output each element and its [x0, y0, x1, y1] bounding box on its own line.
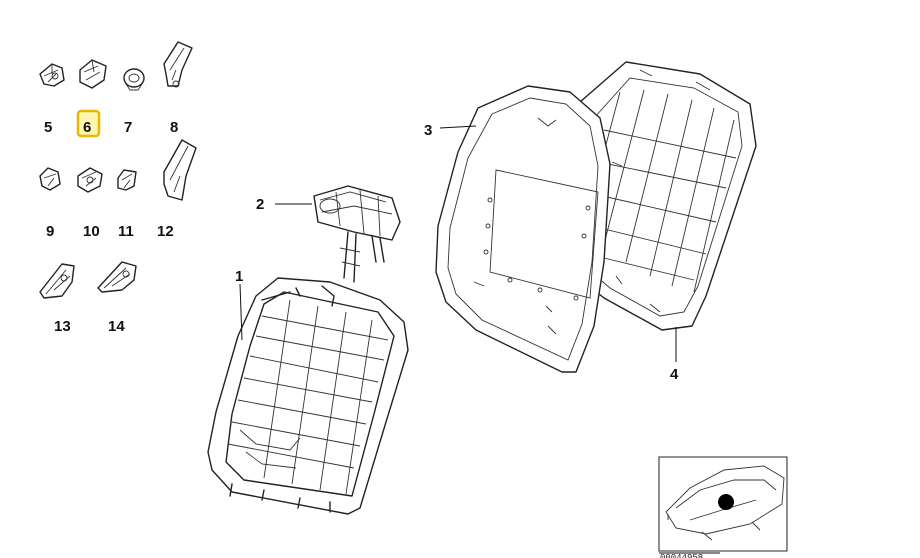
part-8-bracket[interactable] — [163, 41, 193, 88]
label-4[interactable]: 4 — [670, 366, 679, 383]
part-12-bracket[interactable] — [163, 139, 197, 201]
leader-1 — [239, 283, 243, 341]
leader-3 — [439, 125, 477, 129]
label-7[interactable]: 7 — [124, 119, 132, 136]
part-3-backrest-panel[interactable] — [435, 85, 623, 373]
label-6[interactable]: 6 — [83, 119, 91, 136]
location-marker-dot — [718, 494, 734, 510]
label-10[interactable]: 10 — [83, 223, 100, 240]
label-12[interactable]: 12 — [157, 223, 174, 240]
part-10-clip[interactable] — [77, 167, 103, 193]
label-5[interactable]: 5 — [44, 119, 52, 136]
car-thumbnail[interactable]: 00044958 — [658, 456, 788, 558]
part-5-clip[interactable] — [39, 63, 65, 87]
label-8[interactable]: 8 — [170, 119, 178, 136]
label-2[interactable]: 2 — [256, 196, 264, 213]
part-6-clip[interactable] — [79, 59, 107, 89]
label-1[interactable]: 1 — [235, 268, 243, 285]
part-1-seat-back-frame[interactable] — [207, 277, 409, 515]
part-2-headrest-guide[interactable] — [313, 185, 401, 283]
part-14-bracket[interactable] — [97, 261, 137, 293]
label-14[interactable]: 14 — [108, 318, 125, 335]
part-9-clip[interactable] — [39, 167, 61, 191]
part-11-clip[interactable] — [117, 169, 137, 191]
part-13-bracket[interactable] — [39, 263, 75, 299]
part-4-backrest-grid[interactable] — [571, 61, 757, 331]
label-13[interactable]: 13 — [54, 318, 71, 335]
label-11[interactable]: 11 — [118, 223, 134, 240]
highlight-box-6 — [76, 109, 101, 138]
part-7-grommet[interactable] — [123, 68, 145, 91]
label-9[interactable]: 9 — [46, 223, 54, 240]
label-3[interactable]: 3 — [424, 122, 432, 139]
thumbnail-ref: 00044958 — [660, 553, 703, 558]
